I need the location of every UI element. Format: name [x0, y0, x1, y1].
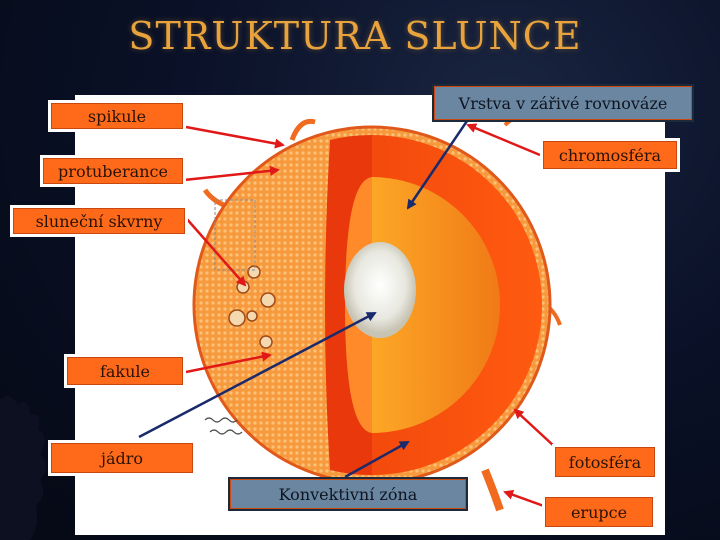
- arrow-protuberance: [183, 165, 280, 182]
- page-title: STRUKTURA SLUNCE: [128, 14, 582, 58]
- label-protuberance: protuberance: [40, 155, 186, 187]
- label-slunecni-skvrny: sluneční skvrny: [10, 205, 188, 237]
- label-fotosfera: fotosféra: [552, 444, 658, 480]
- arrow-chromosfera: [466, 123, 541, 157]
- arrow-spikule: [185, 125, 285, 149]
- label-spikule: spikule: [48, 100, 186, 132]
- radiation-waves: [204, 417, 243, 435]
- label-vrstva-v-zarive-rovnovaze: Vrstva v zářivé rovnováze: [432, 84, 694, 122]
- label-erupce: erupce: [542, 494, 656, 530]
- arrow-konvektivni-zona: [344, 440, 410, 479]
- label-fakule: fakule: [64, 354, 186, 388]
- red-arrows: [183, 123, 556, 512]
- arrow-slunecni-skvrny: [185, 217, 247, 287]
- arrow-fotosfera: [513, 408, 556, 448]
- core: [344, 242, 416, 338]
- arrow-jadro: [138, 311, 377, 439]
- label-jadro: jádro: [48, 440, 196, 476]
- arrow-fakule: [185, 351, 272, 374]
- radiative-zone: [372, 177, 500, 433]
- label-konvektivni-zona: Konvektivní zóna: [228, 477, 468, 511]
- blue-arrows: [138, 120, 469, 479]
- tree-silhouette: [0, 396, 46, 540]
- cutaway-section: [372, 135, 542, 475]
- label-chromosfera: chromosféra: [540, 138, 680, 172]
- arrow-vrstva: [406, 120, 469, 210]
